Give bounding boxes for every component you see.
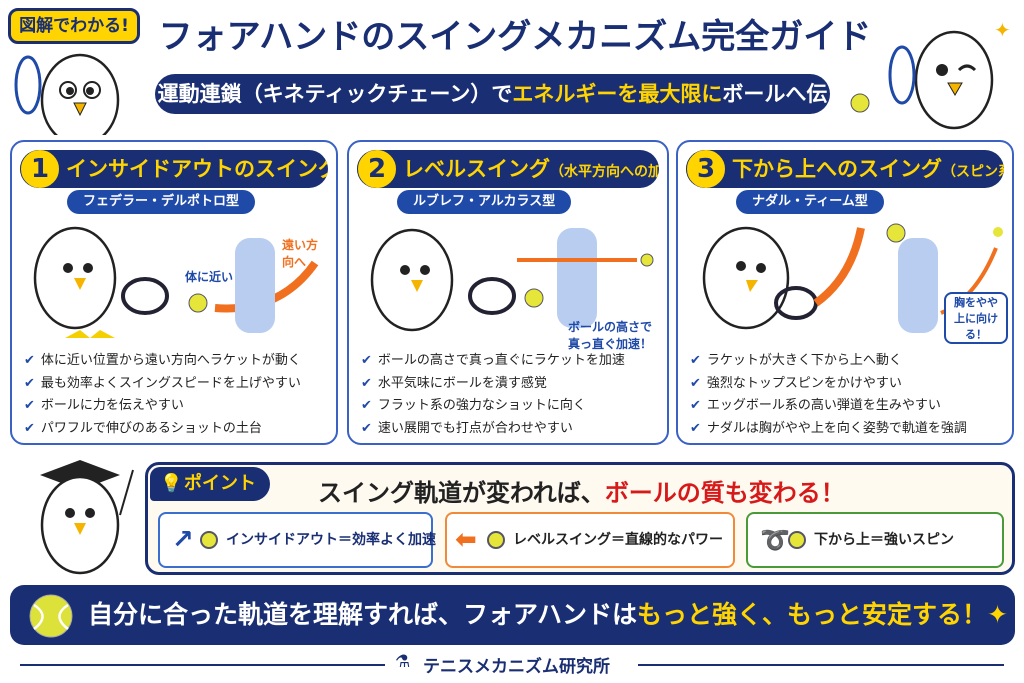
- annotation: 遠い方向へ: [282, 238, 319, 269]
- point-heading-highlight: ボールの質も変わる！: [604, 479, 845, 507]
- list-item: ナダルは胸がやや上を向く姿勢で軌道を強調: [690, 418, 967, 441]
- list-item: フラット系の強力なショットに向く: [361, 395, 625, 418]
- list-item: ボールに力を伝えやすい: [24, 395, 301, 418]
- arrow-left-icon: ⬅: [455, 525, 477, 555]
- banner-text: 自分に合った軌道を理解すれば、フォアハンドは: [88, 600, 638, 629]
- point-tag: 💡ポイント: [150, 467, 270, 501]
- list-item: 最も効率よくスイングスピードを上げやすい: [24, 373, 301, 396]
- mascot-left-icon: [14, 53, 120, 135]
- lightbulb-icon: 💡: [160, 473, 183, 494]
- page-title: フォアハンドのスイングメカニズム完全ガイド: [158, 17, 872, 57]
- annotation: ボールの高さで真っ直ぐ加速！: [565, 318, 655, 352]
- divider: [20, 664, 385, 666]
- feature-list: ボールの高さで真っ直ぐにラケットを加速水平気味にボールを潰す感覚フラット系の強力…: [361, 350, 625, 440]
- card-number: 3: [686, 150, 728, 188]
- point-section: 💡ポイント スイング軌道が変われば、ボールの質も変わる！ ↗ インサイドアウト＝効…: [145, 462, 1015, 575]
- feature-list: 体に近い位置から遠い方向へラケットが動く最も効率よくスイングスピードを上げやすい…: [24, 350, 301, 440]
- player-type-label: フェデラー・デルポトロ型: [67, 190, 256, 214]
- mascot-swing-icon: [370, 228, 654, 332]
- annotation-line: 上に向ける！: [954, 312, 998, 341]
- list-item: 速い展開でも打点が合わせやすい: [361, 418, 625, 441]
- swing-illustration: 体に近い 遠い方向へ: [20, 218, 328, 348]
- footer: ⚗ テニスメカニズム研究所: [0, 652, 1024, 677]
- divider: [638, 664, 1004, 666]
- subtitle-highlight: エネルギーを最大限に: [512, 82, 723, 106]
- sparkle-icon: ✦: [987, 600, 1008, 629]
- annotation: 体に近い: [185, 270, 234, 284]
- tennis-ball-icon: [487, 531, 505, 549]
- mascot-right-icon: ✦: [888, 18, 1011, 130]
- card-inside-out: 1インサイドアウトのスイング軌道 フェデラー・デルポトロ型 体に近い 遠い方向へ…: [10, 140, 338, 445]
- card-title: インサイドアウトのスイング軌道: [66, 157, 328, 181]
- summary-inside-out: ↗ インサイドアウト＝効率よく加速: [158, 512, 436, 568]
- card-title-sub: （水平方向への加速）: [550, 164, 659, 180]
- header-badge: 図解でわかる!: [8, 8, 140, 44]
- mascot-professor-icon: [40, 460, 134, 575]
- list-item: ボールの高さで真っ直ぐにラケットを加速: [361, 350, 625, 373]
- list-item: ラケットが大きく下から上へ動く: [690, 350, 967, 373]
- card-number: 1: [20, 150, 62, 188]
- tennis-ball-icon: [200, 531, 218, 549]
- tennis-ball-icon: [850, 93, 870, 113]
- player-type-label: ルブレフ・アルカラス型: [397, 190, 572, 214]
- summary-level-swing: ⬅ レベルスイング＝直線的なパワー: [445, 512, 735, 568]
- svg-text:✦: ✦: [994, 18, 1011, 42]
- tennis-ball-icon: [29, 594, 73, 638]
- summary-label: レベルスイング＝直線的なパワー: [513, 532, 723, 548]
- point-heading: スイング軌道が変われば、ボールの質も変わる！: [318, 473, 845, 508]
- annotation-line: 真っ直ぐ加速！: [567, 337, 652, 351]
- swing-illustration: 胸をやや上に向ける！: [686, 218, 1008, 348]
- list-item: パワフルで伸びのあるショットの土台: [24, 418, 301, 441]
- mascot-swing-icon: [702, 223, 1003, 333]
- summary-label: 下から上＝強いスピン: [814, 532, 954, 548]
- card-title: レベルスイング: [403, 157, 550, 181]
- subtitle-part: 運動連鎖（キネティックチェーン）で: [157, 82, 513, 106]
- summary-low-to-high: ➰ 下から上＝強いスピン: [746, 512, 1004, 568]
- card-number: 2: [357, 150, 399, 188]
- card-header: 1インサイドアウトのスイング軌道: [20, 150, 328, 188]
- footer-brand: ⚗ テニスメカニズム研究所: [395, 652, 610, 677]
- feature-list: ラケットが大きく下から上へ動く強烈なトップスピンをかけやすいエッグボール系の高い…: [690, 350, 967, 440]
- footer-text: テニスメカニズム研究所: [423, 657, 610, 677]
- conclusion-banner: 自分に合った軌道を理解すれば、フォアハンドはもっと強く、もっと安定する！✦: [10, 585, 1015, 645]
- annotation-bubble: 胸をやや上に向ける！: [944, 292, 1008, 344]
- tennis-ball-icon: [788, 531, 806, 549]
- flask-icon: ⚗: [395, 652, 411, 672]
- card-title-sub: （スピン系）: [942, 164, 1004, 180]
- summary-label: インサイドアウト＝効率よく加速: [226, 532, 436, 548]
- curved-arrow-icon: ↗: [172, 525, 194, 555]
- list-item: 強烈なトップスピンをかけやすい: [690, 373, 967, 396]
- mascot-swing-icon: [33, 226, 319, 338]
- point-heading-text: スイング軌道が変われば、: [318, 479, 605, 507]
- card-title: 下から上へのスイング: [732, 157, 942, 181]
- list-item: 体に近い位置から遠い方向へラケットが動く: [24, 350, 301, 373]
- banner-highlight: もっと強く、もっと安定する！: [637, 600, 988, 629]
- spin-icon: ➰: [760, 526, 790, 554]
- list-item: 水平気味にボールを潰す感覚: [361, 373, 625, 396]
- point-tag-label: ポイント: [184, 473, 256, 494]
- annotation-line: ボールの高さで: [567, 320, 652, 334]
- subtitle-banner: 運動連鎖（キネティックチェーン）でエネルギーを最大限にボールへ伝える: [155, 74, 830, 146]
- list-item: エッグボール系の高い弾道を生みやすい: [690, 395, 967, 418]
- player-type-label: ナダル・ティーム型: [736, 190, 884, 214]
- annotation-line: 胸をやや: [954, 296, 998, 309]
- swing-illustration: ボールの高さで真っ直ぐ加速！: [357, 218, 659, 351]
